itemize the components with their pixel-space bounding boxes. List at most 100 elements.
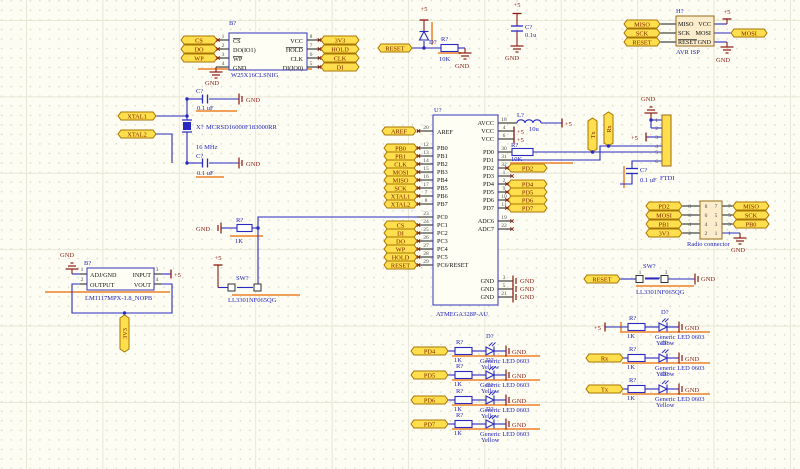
power-net-label[interactable]: GND: [731, 247, 745, 254]
port-label[interactable]: RESET: [391, 262, 410, 269]
resistor-symbol[interactable]: [454, 370, 473, 380]
resistor-symbol[interactable]: [627, 353, 646, 363]
power-net-label[interactable]: GND: [205, 80, 219, 87]
led-symbol[interactable]: [485, 419, 496, 429]
port-label[interactable]: SCK: [394, 185, 407, 192]
designator-label[interactable]: B?: [229, 20, 236, 27]
port-xtal1[interactable]: [117, 111, 157, 121]
resistor-symbol[interactable]: [454, 419, 473, 429]
port-reset[interactable]: [623, 37, 661, 47]
designator-label[interactable]: Yellow: [481, 413, 500, 420]
port-label[interactable]: 3V3: [335, 37, 346, 44]
port-label[interactable]: PD4: [424, 348, 436, 355]
designator-label[interactable]: R?: [511, 142, 518, 149]
port-pd6[interactable]: [410, 395, 449, 405]
port-label[interactable]: PD5: [522, 189, 533, 196]
designator-label[interactable]: D?: [486, 382, 494, 389]
power-net-label[interactable]: +5: [514, 2, 521, 9]
port-label[interactable]: DO: [194, 46, 204, 53]
port-3v3[interactable]: [320, 35, 360, 45]
port-label[interactable]: RESET: [592, 276, 611, 283]
port-mosi[interactable]: [730, 28, 768, 38]
port-label[interactable]: RESET: [385, 45, 404, 52]
port-reset[interactable]: [583, 274, 621, 284]
power-net-label[interactable]: +5: [724, 9, 731, 16]
port-pd7[interactable]: [410, 419, 449, 429]
power-net-label[interactable]: GND: [685, 325, 699, 332]
port-label[interactable]: PD2: [522, 165, 533, 172]
switch-symbol[interactable]: [253, 283, 262, 292]
designator-label[interactable]: Radio connector: [687, 241, 731, 248]
port-label[interactable]: CLK: [394, 161, 407, 168]
designator-label[interactable]: Yellow: [481, 437, 500, 444]
power-net-label[interactable]: GND: [512, 398, 526, 405]
switch-symbol[interactable]: [635, 275, 644, 283]
port-aref[interactable]: [381, 126, 417, 136]
designator-label[interactable]: AVR ISP: [676, 49, 700, 56]
designator-label[interactable]: Yellow: [481, 388, 500, 395]
ic-body[interactable]: [228, 32, 308, 71]
resistor-symbol[interactable]: [454, 395, 473, 405]
port-hold[interactable]: [320, 44, 360, 54]
port-miso[interactable]: [732, 201, 770, 211]
designator-label[interactable]: D?: [486, 333, 494, 340]
led-symbol[interactable]: [658, 322, 669, 332]
resistor-symbol[interactable]: [440, 43, 459, 53]
designator-label[interactable]: ATMEGA328P-AU: [436, 311, 488, 318]
port-tx[interactable]: [587, 117, 598, 153]
port-label[interactable]: CS: [195, 37, 203, 44]
power-net-label[interactable]: GND: [512, 349, 526, 356]
port-sck[interactable]: [732, 210, 770, 220]
port-label[interactable]: Rx: [601, 355, 609, 362]
designator-label[interactable]: FTDI: [660, 175, 674, 182]
port-label[interactable]: PD2: [658, 203, 669, 210]
power-net-label[interactable]: +5: [565, 121, 572, 128]
designator-label[interactable]: D?: [486, 406, 494, 413]
port-di[interactable]: [320, 62, 360, 72]
port-xtal2[interactable]: [383, 199, 418, 209]
designator-label[interactable]: 1K: [235, 238, 243, 245]
led-symbol[interactable]: [485, 346, 496, 356]
connector-bar[interactable]: [661, 114, 672, 167]
designator-label[interactable]: C?: [640, 167, 647, 174]
designator-label[interactable]: 0.1 uF: [197, 105, 214, 112]
designator-label[interactable]: Generic LED 0603: [655, 334, 704, 341]
power-net-label[interactable]: +5: [594, 325, 601, 332]
designator-label[interactable]: 1K: [627, 333, 635, 340]
designator-label[interactable]: R?: [456, 363, 463, 370]
power-net-label[interactable]: +5: [517, 129, 524, 136]
designator-label[interactable]: C?: [196, 88, 203, 95]
power-net-label[interactable]: GND: [246, 161, 260, 168]
designator-label[interactable]: LL3301NF065QG: [228, 297, 277, 304]
wire[interactable]: [257, 216, 417, 285]
designator-label[interactable]: Generic LED 0603: [655, 365, 704, 372]
port-label[interactable]: HOLD: [331, 46, 349, 53]
designator-label[interactable]: LL3301NF065QG: [636, 289, 685, 296]
designator-label[interactable]: X?: [196, 124, 204, 131]
designator-label[interactable]: 0.1 uF: [197, 170, 214, 177]
power-net-label[interactable]: GND: [60, 252, 74, 259]
power-net-label[interactable]: GND: [520, 278, 534, 285]
designator-label[interactable]: 10u: [529, 126, 540, 133]
designator-label[interactable]: H?: [676, 8, 684, 15]
port-cs[interactable]: [180, 35, 218, 45]
designator-label[interactable]: 10K: [439, 56, 451, 63]
designator-label[interactable]: LM1117MPX-1.8_NOPB: [85, 295, 153, 302]
designator-label[interactable]: R?: [456, 412, 463, 419]
port-rx[interactable]: [585, 353, 624, 363]
power-net-label[interactable]: GND: [716, 57, 730, 64]
power-net-label[interactable]: GND: [246, 97, 260, 104]
designator-label[interactable]: Generic LED 0603: [480, 431, 529, 438]
resistor-symbol[interactable]: [627, 384, 646, 394]
designator-label[interactable]: Generic LED 0603: [655, 396, 704, 403]
port-label[interactable]: Rx: [606, 124, 613, 132]
resistor-symbol[interactable]: [511, 147, 534, 157]
designator-label[interactable]: U?: [434, 107, 442, 114]
port-label[interactable]: DI: [337, 64, 344, 71]
led-symbol[interactable]: [658, 353, 669, 363]
switch-symbol[interactable]: [227, 283, 236, 292]
designator-label[interactable]: B?: [84, 260, 91, 267]
power-net-label[interactable]: GND: [701, 276, 715, 283]
port-pd7[interactable]: [507, 203, 548, 213]
designator-label[interactable]: 1K: [454, 381, 462, 388]
